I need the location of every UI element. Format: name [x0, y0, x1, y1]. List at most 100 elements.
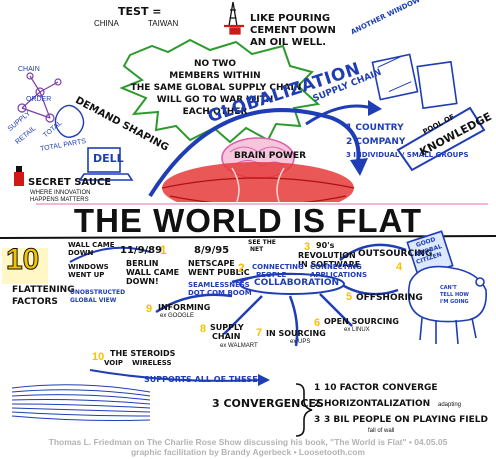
title-underline — [0, 235, 496, 239]
collaboration-label: COLLABORATION — [254, 278, 340, 288]
network-diagram — [17, 72, 62, 123]
convergence-brace — [295, 383, 313, 437]
taiwan-label: TAIWAN — [148, 19, 179, 28]
connecting-apps-2: APPLICATIONS — [310, 271, 367, 279]
collaboration-oval — [239, 273, 345, 295]
secret-sauce-sub-1: WHERE INNOVATION — [30, 190, 91, 196]
factor-arrow-9 — [155, 293, 233, 314]
oil-well-icon — [224, 1, 244, 35]
f1-berlin-2: WALL CAME — [126, 268, 180, 277]
f7-text-1: IN SOURCING — [266, 329, 326, 338]
f9-number: 9 — [146, 303, 153, 315]
supply-chain-arrowhead — [368, 100, 382, 116]
globalization-arrowhead — [350, 158, 368, 176]
secret-sauce-bottle-icon — [14, 166, 24, 186]
factor-arrow-5 — [343, 284, 399, 296]
f1-global-1: UNOBSTRUCTED — [70, 289, 126, 296]
f6-number: 6 — [314, 317, 321, 329]
f2-see-2: NET — [250, 246, 264, 253]
test-label: TEST = — [118, 5, 162, 18]
supports-label: SUPPORTS ALL OF THESE — [144, 375, 258, 384]
supports-arrow — [89, 369, 263, 382]
f2-netscape-2: WENT PUBLIC — [188, 268, 250, 277]
f7-number: 7 — [256, 327, 263, 339]
f6-text-1: OPEN SOURCING — [324, 317, 399, 326]
supply-note-line-5: EACH OTHER — [182, 107, 248, 117]
f6-text-2: ex LINUX — [344, 327, 370, 333]
convergence-1-num: 1 — [314, 383, 321, 393]
convergence-2-text: HORIZONTALIZATION — [324, 399, 431, 409]
f1-windows-2: WENT UP — [68, 271, 105, 279]
f2-netscape-1: NETSCAPE — [188, 259, 235, 268]
f1-berlin-1: BERLIN — [126, 259, 159, 268]
f1-date: 11/9/89 — [120, 245, 163, 256]
ten-factors-label-2: FACTORS — [12, 297, 58, 307]
convergence-2-num: 2 — [314, 399, 321, 409]
f9-text-1: INFORMING — [158, 303, 211, 312]
f1-berlin-3: DOWN! — [126, 277, 159, 286]
window-icon — [371, 53, 458, 110]
convergence-3-note: fall of wall — [368, 428, 395, 434]
f5-text: OFFSHORING — [356, 293, 423, 303]
f3-text-2: REVOLUTION — [298, 251, 356, 260]
title-backdrop — [0, 202, 496, 242]
f8-number: 8 — [200, 323, 207, 335]
f3-text-3: IN SOFTWARE — [298, 260, 361, 269]
connecting-people-2: PEOPLE — [256, 271, 287, 279]
globe-icon — [162, 162, 354, 214]
factor-arrow-4 — [339, 243, 407, 261]
brain-power-label: BRAIN POWER — [234, 151, 307, 161]
f10-text-3: WIRELESS — [132, 359, 172, 367]
supply-note-line-2: MEMBERS WITHIN — [169, 71, 261, 81]
f2-seamless-2: DOT COM BOOM — [188, 289, 252, 297]
chain-loop-arrows — [54, 104, 85, 138]
f3-text-1: 90's — [316, 241, 335, 250]
connecting-people-1: CONNECTING — [252, 263, 304, 271]
f10-text-2: VOIP — [104, 359, 123, 367]
factor-arrow-8 — [223, 295, 263, 335]
cable-bundle-icon — [11, 384, 151, 421]
f8-text-1: SUPPLY — [210, 323, 244, 332]
f1-windows-1: WINDOWS — [68, 263, 109, 271]
f2-number: 2 — [238, 261, 245, 275]
supply-note-line-4: WILL GO TO WAR WITH — [156, 95, 274, 105]
f8-text-2: CHAIN — [212, 332, 241, 341]
f10-text-1: THE STEROIDS — [110, 349, 176, 358]
f4-number: 4 — [396, 261, 403, 273]
f7-text-2: ex UPS — [290, 339, 311, 345]
caption-line-2: graphic facilitation by Brandy Agerbeck … — [130, 447, 366, 457]
f1-wall-1: WALL CAME — [68, 241, 115, 249]
cow-text-3: I'M GOING — [440, 299, 469, 305]
f2-seamless-1: SEAMLESSNESS — [188, 281, 250, 289]
ten-factors-badge — [2, 248, 48, 284]
ten-factors-label-1: FLATTENING — [12, 285, 75, 295]
pool-of-knowledge-arrow — [396, 106, 486, 172]
f5-number: 5 — [346, 291, 353, 303]
ten-factors-number: 10 — [5, 243, 40, 276]
dell-label: DELL — [93, 152, 124, 165]
cow-text-2: TELL HOW — [440, 292, 469, 298]
f10-number: 10 — [92, 351, 105, 363]
convergence-3-text: 3 BIL PEOPLE ON PLAYING FIELD — [324, 415, 488, 425]
convergence-2-note: adapting — [438, 402, 462, 408]
globalization-swoosh — [148, 108, 361, 198]
convergences-label: 3 CONVERGENCES — [212, 397, 324, 410]
factor-arrow-6 — [319, 293, 353, 327]
f3-number: 3 — [304, 241, 311, 253]
supply-note-line-1: NO TWO — [193, 59, 237, 69]
supply-note-line-3: THE SAME GLOBAL SUPPLY CHAIN — [130, 83, 302, 93]
secret-sauce-label: SECRET SAUCE — [28, 177, 112, 188]
supports-arrowhead — [258, 374, 270, 386]
cow-text-1: CAN'T — [440, 285, 457, 291]
dell-laptop-icon — [78, 147, 134, 181]
f2-see-1: SEE THE — [248, 239, 276, 246]
f8-text-3: ex WALMART — [220, 343, 258, 349]
caption-line-1: Thomas L. Friedman on The Charlie Rose S… — [48, 437, 448, 447]
wall-to-netscape-arrow — [69, 246, 151, 263]
entity-country: 1 COUNTRY — [346, 123, 404, 133]
connecting-apps-1: CONNECTING — [310, 263, 362, 271]
f2-date: 8/9/95 — [194, 245, 230, 256]
page-title: THE WORLD IS FLAT — [73, 202, 423, 239]
entity-individual: 3 INDIVIDUAL / SMALL GROUPS — [346, 151, 469, 159]
